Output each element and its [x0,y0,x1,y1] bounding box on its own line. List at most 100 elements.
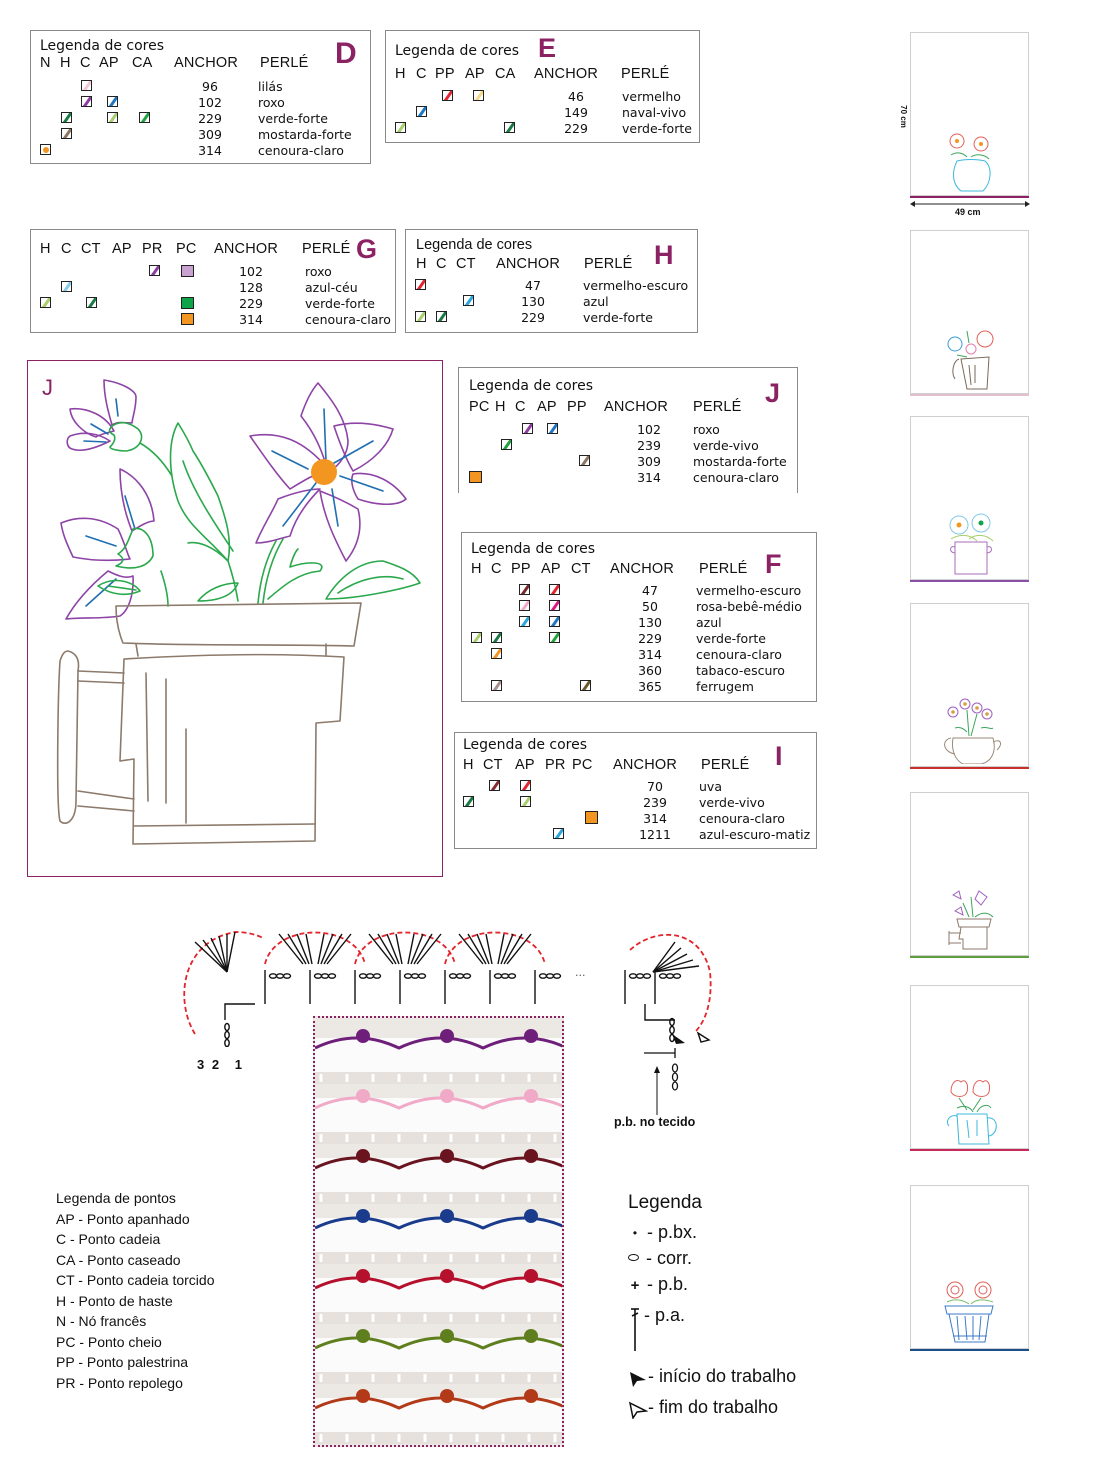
legend-row: 70 uva [455,779,816,795]
anchor-code: 102 [198,95,222,110]
crochet-legend-label: - p.bx. [647,1222,698,1242]
jug-outline [56,602,362,845]
chain-mark [224,1030,230,1040]
towel-embroidery [949,513,994,575]
towel-embroidery [948,890,994,950]
legend-title: Legenda de cores [471,541,596,557]
anchor-code: 309 [637,454,661,469]
anchor-code: 314 [637,470,661,485]
picot [356,1089,370,1103]
double-crochet-mark [194,941,228,973]
flower-pot-drawing [56,379,421,845]
fabric-strip [315,1252,562,1264]
single-crochet-icon: + [630,1277,640,1294]
anchor-code: 130 [521,294,545,309]
column-header: CT [81,241,101,257]
anchor-code: 149 [564,105,588,120]
column-header: PR [142,241,163,257]
color-name: verde-forte [696,631,766,646]
legend-g: G H C CT AP PR PC ANCHOR PERLÉ 102 roxo … [30,229,396,333]
towel-band [910,956,1029,958]
double-crochet-mark [485,933,493,965]
column-header: AP [465,66,485,82]
anchor-code: 314 [643,811,667,826]
stitch-item: PR - Ponto repolego [56,1374,183,1391]
column-header: ANCHOR [610,561,675,577]
white-crochet-band [315,1398,562,1432]
fabric-strip [315,1372,562,1384]
chain-mark [462,973,472,979]
picot [356,1209,370,1223]
column-header: C [436,256,447,272]
color-name: vermelho [622,89,681,104]
fabric-strip [315,1432,562,1444]
legend-row: 149 naval-vivo [386,105,699,121]
color-name: lilás [258,79,283,94]
color-name: azul [696,615,722,630]
anchor-code: 130 [638,615,662,630]
chain-mark [669,1025,675,1035]
swatch-ca [504,122,515,133]
swatch-c [491,632,502,643]
swatch-pc [181,265,194,277]
swatch-ap [549,584,560,595]
legend-row: 102 roxo [459,422,797,438]
anchor-code: 229 [521,310,545,325]
anchor-code: 229 [239,296,263,311]
column-header: H [416,256,427,272]
towel-h [910,416,1029,582]
fabric-strip [315,1072,562,1084]
chart-end-detail [644,1048,679,1115]
corner-arch [629,933,712,1033]
towel-band [910,394,1029,396]
column-header: PERLÉ [584,256,633,272]
double-crochet-mark [386,933,400,965]
double-crochet-mark [317,933,325,965]
column-header: PERLÉ [260,55,309,71]
crochet-chart: ··· [183,931,712,1047]
picot-arch [444,931,546,965]
white-crochet-band [315,1218,562,1252]
picot-arch [354,931,456,965]
column-header: PC [469,399,490,415]
swatch-pc [181,297,194,309]
chain-mark [538,973,548,979]
picot [356,1389,370,1403]
row-label: 1 [234,1057,242,1072]
row-bracket [224,1003,255,1020]
swatch-h [40,297,51,308]
column-header: PP [567,399,587,415]
swatch-ap [549,632,560,643]
legend-letter: F [765,549,782,579]
color-name: verde-forte [258,111,328,126]
column-header: H [495,399,506,415]
double-crochet-mark [377,933,397,965]
anchor-code: 229 [638,631,662,646]
towel-e [910,1185,1029,1351]
swatch-h [61,112,72,123]
crochet-legend-label: - corr. [646,1248,693,1268]
double-crochet-mark [416,933,442,965]
column-header: N [40,55,51,71]
color-name: roxo [258,95,285,110]
anchor-code: 47 [642,583,658,598]
column-header: H [60,55,71,71]
anchor-code: 102 [637,422,661,437]
column-header: PR [545,757,566,773]
color-name: azul [583,294,609,309]
anchor-code: 102 [239,264,263,279]
crochet-legend-item: + - p.b. [628,1274,688,1295]
chain-mark [372,973,382,979]
chain-mark [410,973,420,979]
color-name: rosa-bebê-médio [696,599,802,614]
chain-mark [507,973,517,979]
anchor-code: 314 [198,143,222,158]
color-name: vermelho-escuro [696,583,802,598]
towel-band [910,767,1029,769]
swatch-ap [520,796,531,807]
stitch-item: N - Nó francês [56,1313,147,1329]
legend-letter: E [538,33,557,63]
anchor-code: 309 [198,127,222,142]
swatch-pr [553,828,564,839]
swatch-ap [549,600,560,611]
